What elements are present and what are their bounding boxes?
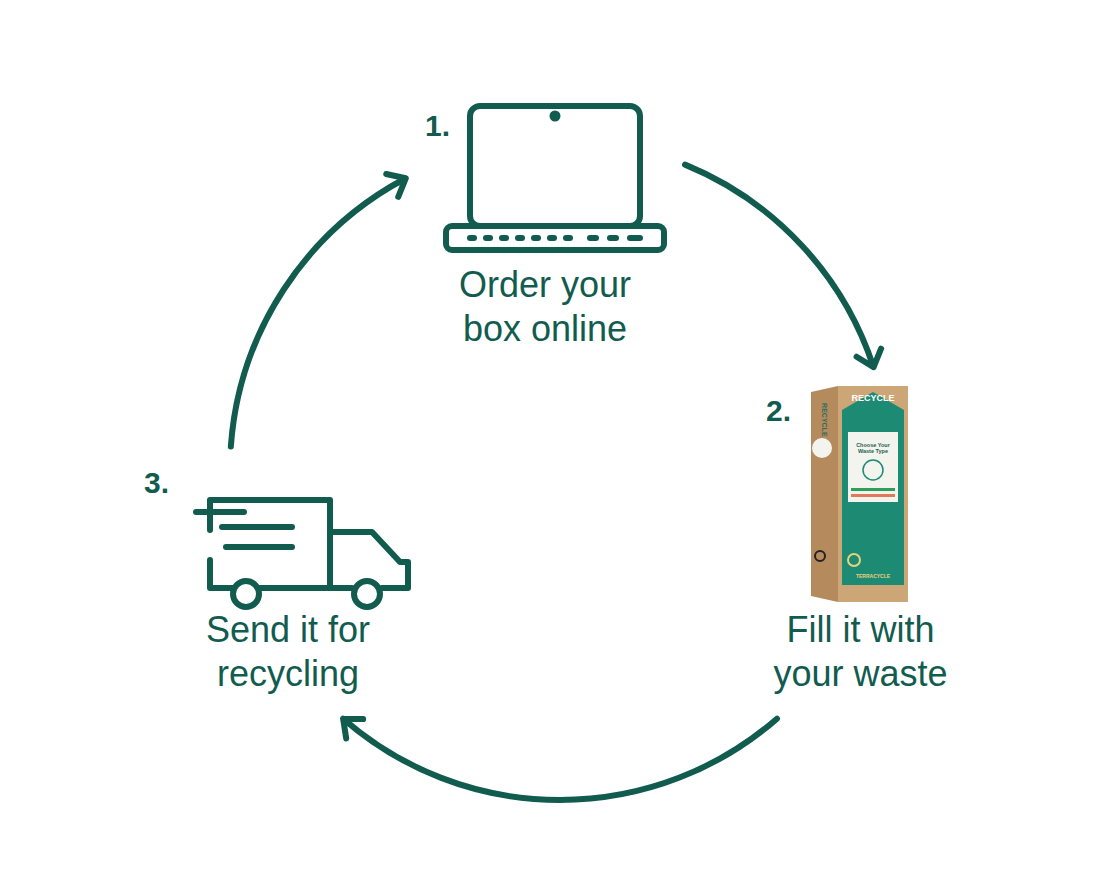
box-print: Choose Your Waste Type — [850, 442, 896, 454]
cycle-arrow — [231, 174, 406, 446]
step-label: Send it for recycling — [178, 608, 398, 696]
step-number: 2. — [766, 394, 791, 428]
laptop-icon — [446, 106, 664, 250]
step-number: 3. — [144, 466, 169, 500]
truck-icon — [196, 500, 408, 607]
send-step: 3. Send it for recycling — [138, 462, 438, 704]
order-step: 1. Order your box online — [420, 95, 670, 357]
box-logo-text: TERRACYCLE — [856, 574, 890, 580]
step-label: Order your box online — [430, 263, 660, 351]
fill-step: 2. Fill it with your waste — [758, 382, 963, 704]
cycle-arrow — [343, 719, 777, 800]
cycle-arrow — [685, 165, 881, 368]
box-print: RECYCLE — [820, 403, 828, 436]
step-number: 1. — [425, 109, 450, 143]
step-label: Fill it with your waste — [761, 608, 961, 696]
box-print: RECYCLE — [851, 394, 894, 404]
recycling-box-photo — [811, 386, 908, 602]
